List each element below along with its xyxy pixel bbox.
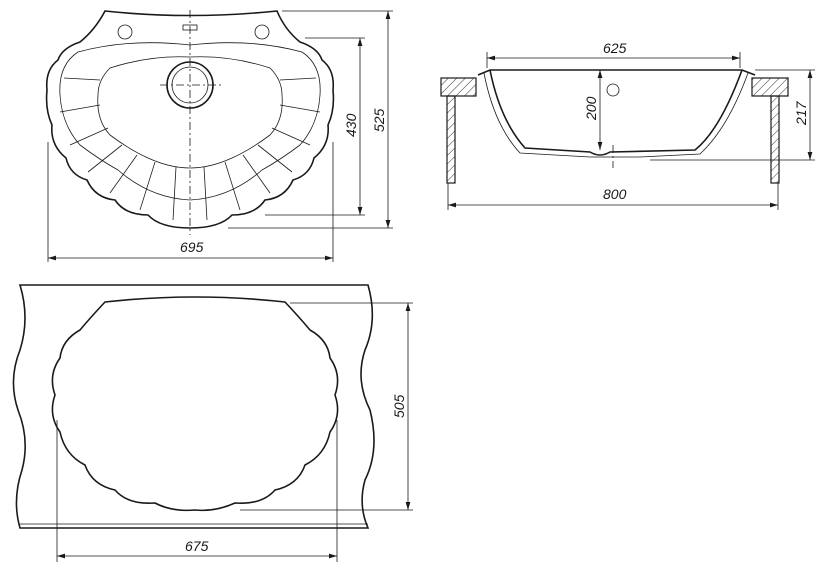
dim-200-label: 200 [583, 96, 599, 121]
cabinet-wall-left [446, 95, 456, 184]
dim-217-label: 217 [793, 100, 809, 126]
dim-800-label: 800 [603, 186, 627, 202]
countertop-left [440, 77, 477, 97]
top-view: 695 430 525 [45, 10, 393, 262]
dim-695-label: 695 [180, 239, 204, 255]
tap-hole-right [254, 24, 270, 40]
side-view: 625 200 217 800 [440, 40, 815, 210]
cutout-outline [51, 296, 339, 512]
countertop-outline [12, 284, 375, 529]
tap-hole-left [117, 24, 133, 40]
bowl-profile [477, 69, 756, 156]
dim-625-label: 625 [603, 40, 627, 56]
dim-525-label: 525 [371, 108, 387, 132]
dim-675-label: 675 [185, 538, 209, 554]
dim-505-label: 505 [391, 394, 407, 418]
cabinet-wall-right [770, 95, 780, 184]
overflow-hole [606, 83, 620, 97]
flutes [59, 77, 321, 221]
cutout-view: 505 675 [12, 284, 413, 562]
countertop-right [751, 77, 789, 97]
sink-basin [97, 56, 283, 169]
sink-outline-top [45, 10, 335, 229]
dim-430-label: 430 [343, 113, 359, 137]
